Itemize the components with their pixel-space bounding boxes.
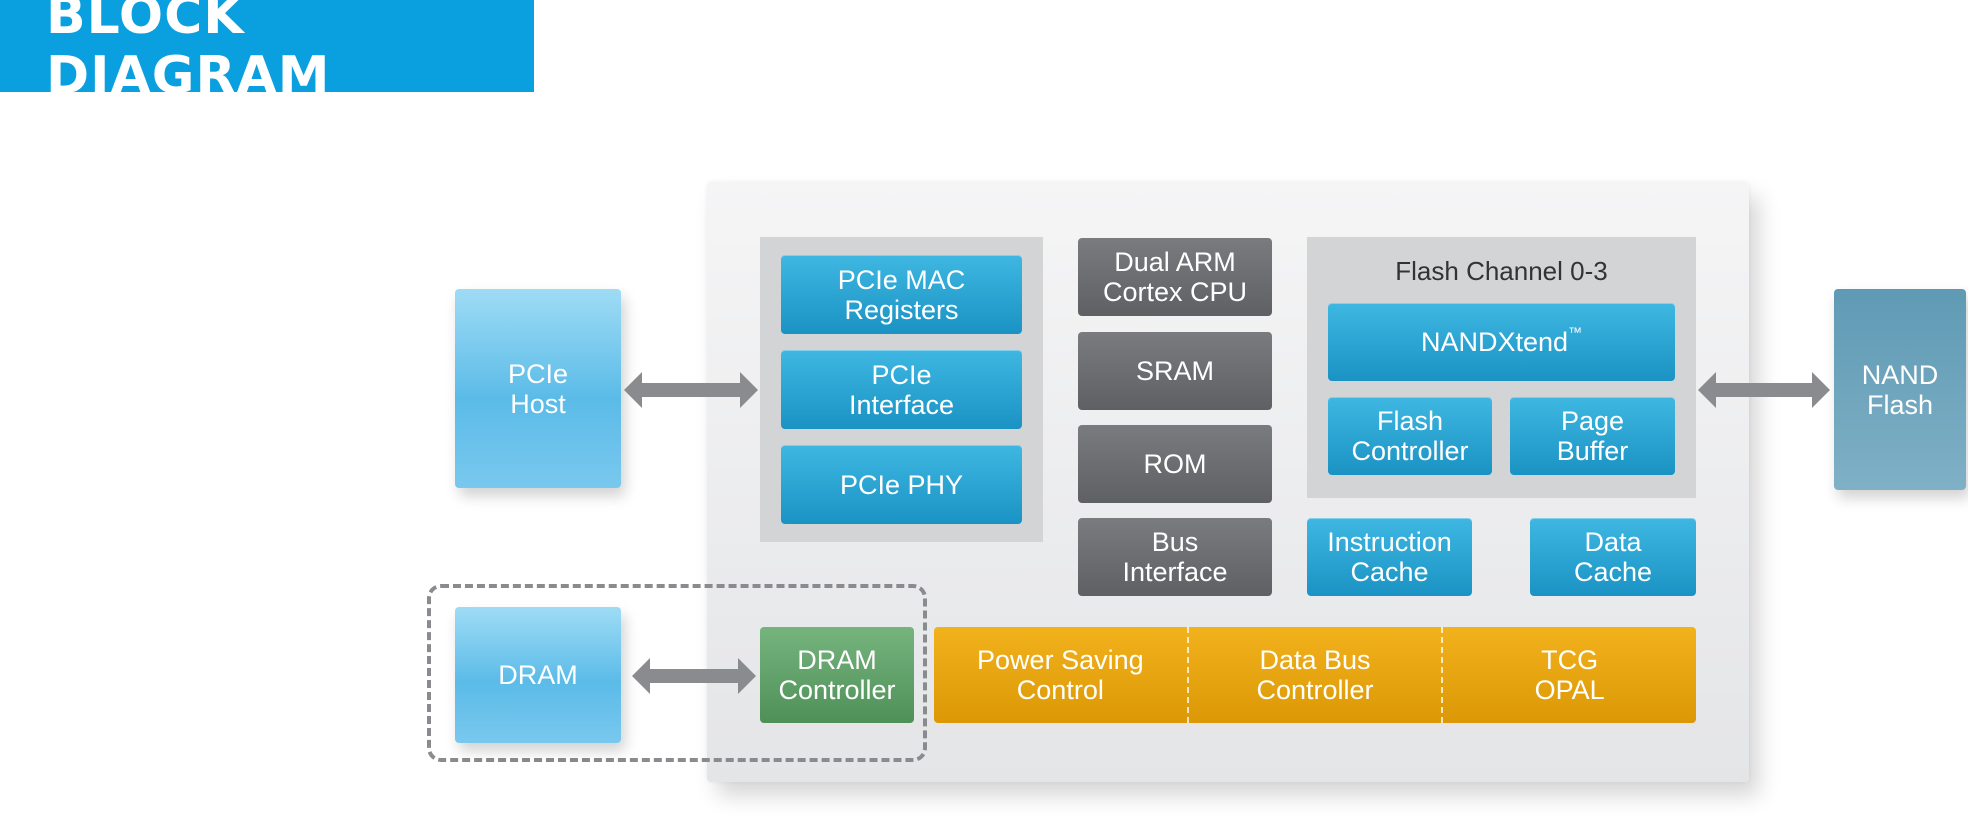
sram-block: SRAM xyxy=(1078,332,1272,410)
dram-arrow xyxy=(632,658,756,694)
instruction-cache-block: Instruction Cache xyxy=(1307,518,1472,596)
pcie-phy-block: PCIe PHY xyxy=(781,445,1022,524)
power-saving-control-block: Power Saving Control xyxy=(977,645,1144,705)
title-banner: BLOCK DIAGRAM xyxy=(0,0,534,106)
page-buffer-block: Page Buffer xyxy=(1510,397,1675,475)
dram-dashed-boundary xyxy=(427,584,927,762)
data-cache-block: Data Cache xyxy=(1530,518,1696,596)
trademark-mark: ™ xyxy=(1568,324,1583,340)
nand-flash-arrow xyxy=(1698,372,1830,408)
tcg-opal-block: TCG OPAL xyxy=(1441,627,1696,723)
pcie-mac-registers-block: PCIe MAC Registers xyxy=(781,255,1022,334)
data-bus-controller-block: Data Bus Controller xyxy=(1186,627,1442,723)
page-title: BLOCK DIAGRAM xyxy=(46,0,331,106)
bottom-function-bar: Power Saving Control Data Bus Controller… xyxy=(934,627,1696,723)
dram-block: DRAM xyxy=(455,607,621,743)
cpu-block: Dual ARM Cortex CPU xyxy=(1078,238,1272,316)
pcie-host-block: PCIe Host xyxy=(455,289,621,488)
pcie-interface-block: PCIe Interface xyxy=(781,350,1022,429)
pcie-host-arrow xyxy=(624,372,758,408)
dram-controller-block: DRAM Controller xyxy=(760,627,914,723)
nand-flash-block: NAND Flash xyxy=(1834,289,1966,490)
rom-block: ROM xyxy=(1078,425,1272,503)
flash-controller-block: Flash Controller xyxy=(1328,397,1492,475)
nandxtend-label: NANDXtend xyxy=(1420,327,1569,357)
flash-channel-title: Flash Channel 0-3 xyxy=(1395,256,1608,286)
bus-interface-block: Bus Interface xyxy=(1078,518,1272,596)
